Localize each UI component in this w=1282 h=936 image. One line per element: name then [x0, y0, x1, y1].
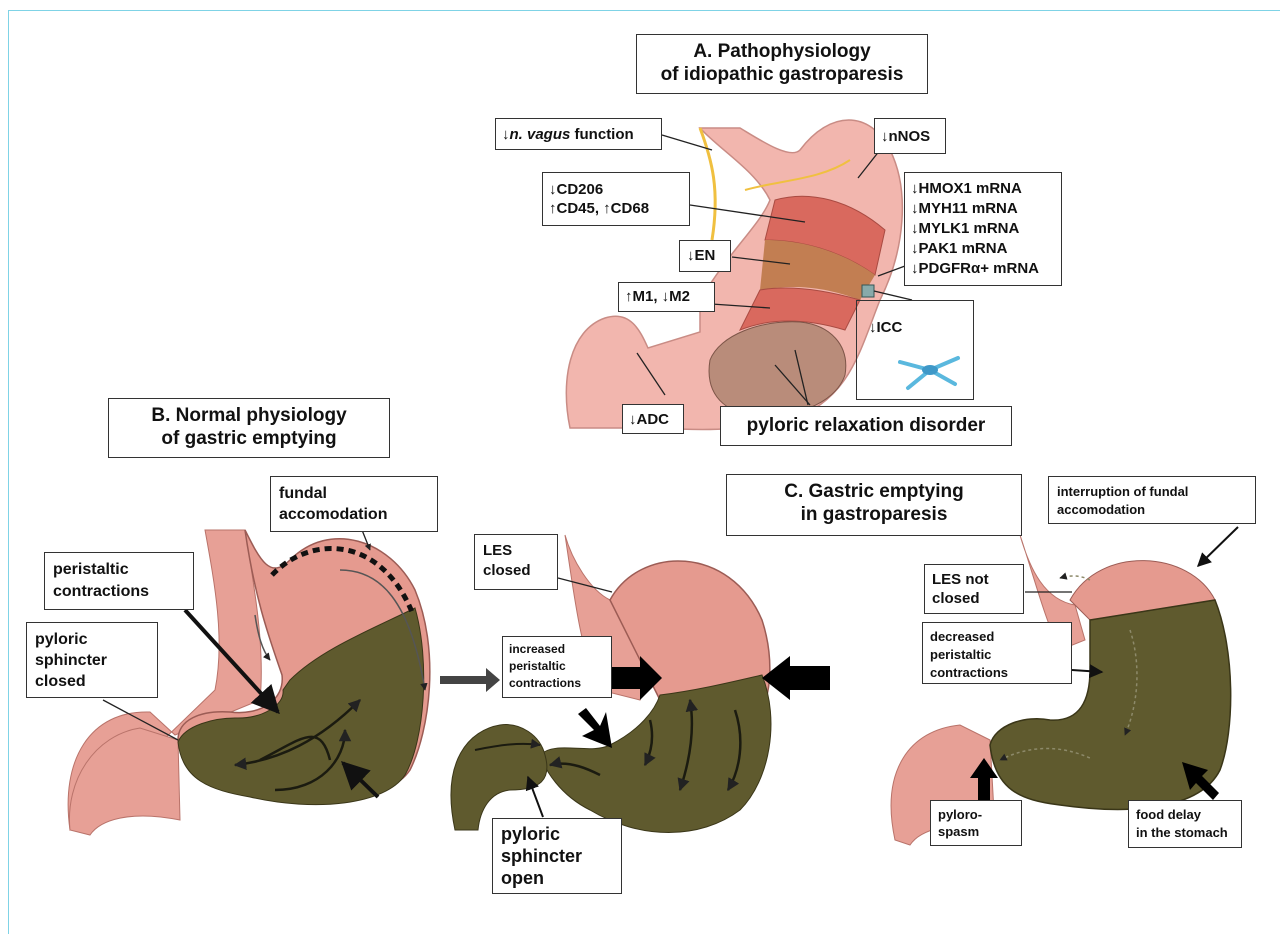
label-pylorospasm: pyloro- spasm [930, 800, 1022, 846]
label-les-not-closed: LES not closed [924, 564, 1024, 614]
pyl-closed-line3: closed [35, 671, 149, 692]
mrna-1: ↓HMOX1 mRNA [911, 179, 1055, 199]
title-b: B. Normal physiology of gastric emptying [108, 398, 390, 458]
label-icc: ↓ICC [856, 300, 974, 400]
increased-line1: increased [509, 641, 605, 658]
interruption-line2: accomodation [1057, 501, 1247, 519]
stomach-a [566, 120, 902, 430]
pyloric-relax-text: pyloric relaxation disorder [747, 415, 986, 436]
title-c-line1: C. Gastric emptying [735, 480, 1013, 503]
title-a-line1: A. Pathophysiology [645, 40, 919, 63]
title-c-line2: in gastroparesis [735, 503, 1013, 526]
les-not-line1: LES not [932, 570, 1016, 589]
label-en: ↓EN [679, 240, 731, 272]
les-not-line2: closed [932, 589, 1016, 608]
mrna-4: ↓PAK1 mRNA [911, 239, 1055, 259]
decreased-line1: decreased [930, 628, 1064, 646]
en-text: ↓EN [687, 247, 715, 264]
mrna-2: ↓MYH11 mRNA [911, 199, 1055, 219]
label-decreased-peristaltic: decreased peristaltic contractions [922, 622, 1072, 684]
les-closed-line1: LES [483, 541, 549, 561]
cd-line1: ↓CD206 [549, 180, 683, 199]
pylorospasm-line1: pyloro- [938, 806, 1014, 823]
label-mrna-list: ↓HMOX1 mRNA ↓MYH11 mRNA ↓MYLK1 mRNA ↓PAK… [904, 172, 1062, 286]
label-increased-peristaltic: increased peristaltic contractions [502, 636, 612, 698]
vagus-rest: function [570, 126, 633, 143]
title-b-line1: B. Normal physiology [117, 404, 381, 427]
pyl-open-line1: pyloric [501, 823, 613, 845]
pyl-closed-line1: pyloric [35, 629, 149, 650]
fundal-line1: fundal [279, 483, 429, 504]
pyl-open-line2: sphincter [501, 845, 613, 867]
interruption-line1: interruption of fundal [1057, 483, 1247, 501]
les-closed-line2: closed [483, 561, 549, 581]
pyl-open-line3: open [501, 867, 613, 889]
transition-arrow [440, 668, 500, 692]
label-peristaltic: peristaltic contractions [44, 552, 194, 610]
peristaltic-line1: peristaltic [53, 559, 185, 581]
icc-text: ↓ICC [869, 319, 902, 336]
label-pyloric-closed: pyloric sphincter closed [26, 622, 158, 698]
label-interruption-fundal: interruption of fundal accomodation [1048, 476, 1256, 524]
food-line1: food delay [1136, 806, 1234, 824]
peristaltic-line2: contractions [53, 581, 185, 603]
mrna-3: ↓MYLK1 mRNA [911, 219, 1055, 239]
label-adc: ↓ADC [622, 404, 684, 434]
increased-line2: peristaltic [509, 658, 605, 675]
pylorospasm-line2: spasm [938, 823, 1014, 840]
label-cd-markers: ↓CD206 ↑CD45, ↑CD68 [542, 172, 690, 226]
label-nnos: ↓nNOS [874, 118, 946, 154]
label-les-closed: LES closed [474, 534, 558, 590]
nnos-text: ↓nNOS [881, 128, 930, 145]
vagus-italic: n. vagus [510, 126, 571, 143]
label-vagus: ↓n. vagus function [495, 118, 662, 150]
decreased-line2: peristaltic [930, 646, 1064, 664]
cd-line2: ↑CD45, ↑CD68 [549, 199, 683, 218]
food-line2: in the stomach [1136, 824, 1234, 842]
label-fundal-accomodation: fundal accomodation [270, 476, 438, 532]
label-macrophage: ↑M1, ↓M2 [618, 282, 715, 312]
mrna-5: ↓PDGFRα+ mRNA [911, 259, 1055, 279]
decreased-line3: contractions [930, 664, 1064, 682]
label-pyloric-open: pyloric sphincter open [492, 818, 622, 894]
label-food-delay: food delay in the stomach [1128, 800, 1242, 848]
adc-text: ↓ADC [629, 411, 669, 428]
title-b-line2: of gastric emptying [117, 427, 381, 450]
fundal-line2: accomodation [279, 504, 429, 525]
title-a-line2: of idiopathic gastroparesis [645, 63, 919, 86]
macro-text: ↑M1, ↓M2 [625, 288, 690, 305]
increased-line3: contractions [509, 675, 605, 692]
title-c: C. Gastric emptying in gastroparesis [726, 474, 1022, 536]
label-pyloric-relaxation: pyloric relaxation disorder [720, 406, 1012, 446]
vagus-arrow: ↓ [502, 126, 510, 143]
title-a: A. Pathophysiology of idiopathic gastrop… [636, 34, 928, 94]
pyl-closed-line2: sphincter [35, 650, 149, 671]
